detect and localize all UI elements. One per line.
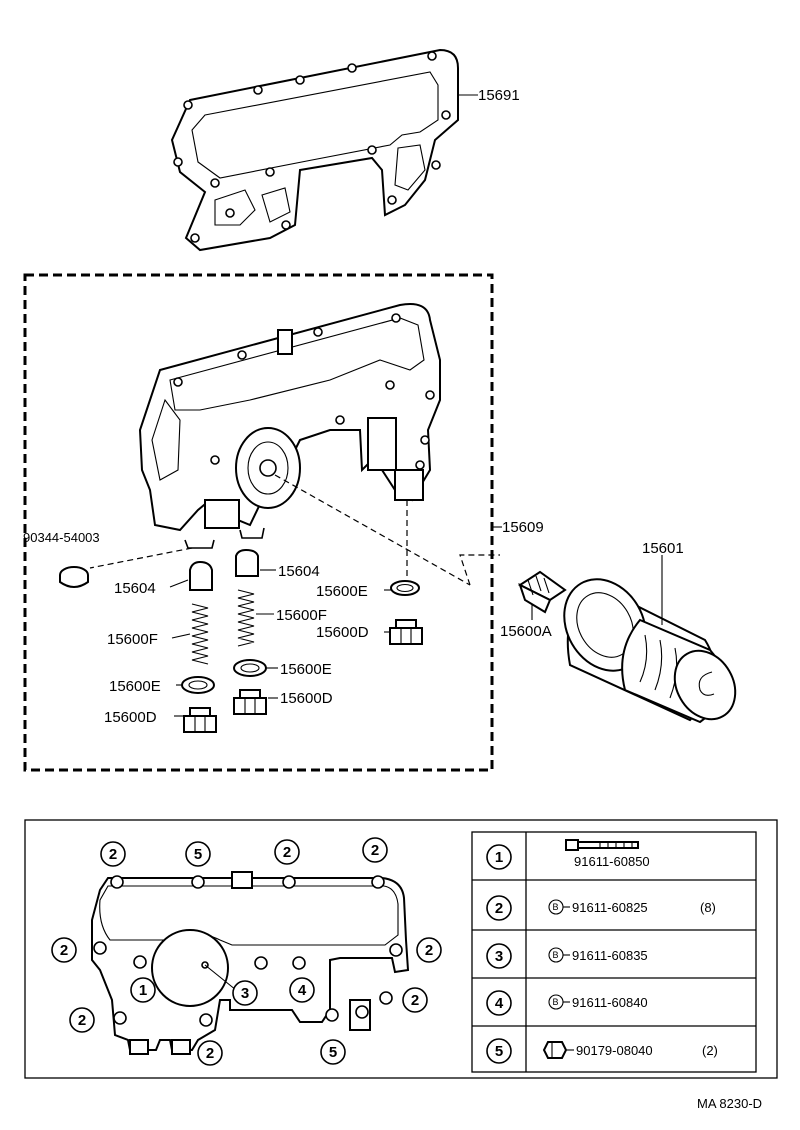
legend-row-4: 4 B 91611-60840 — [486, 990, 648, 1016]
callout-2-e: 2 — [416, 937, 442, 963]
legend-part-5: 90179-08040 — [576, 1043, 653, 1058]
svg-text:3: 3 — [495, 948, 503, 965]
callout-2-c: 2 — [362, 837, 388, 863]
bolt-legend-table: 1 91611-60850 2 B 91611-60825 (8) 3 B 91… — [471, 831, 757, 1073]
label-15600d-top: 15600D — [316, 624, 369, 641]
label-15600e-mid: 15600E — [280, 661, 332, 678]
label-15691: 15691 — [478, 87, 520, 104]
legend-qty-2: (8) — [700, 900, 716, 915]
label-15600d-left: 15600D — [104, 709, 157, 726]
legend-row-2: 2 B 91611-60825 (8) — [486, 895, 716, 921]
callout-2-d: 2 — [51, 937, 77, 963]
label-15600d-mid: 15600D — [280, 690, 333, 707]
washer-15600e-top — [390, 580, 420, 596]
svg-text:5: 5 — [194, 846, 202, 863]
svg-text:2: 2 — [411, 992, 419, 1009]
svg-text:3: 3 — [241, 985, 249, 1002]
legend-row-5: 5 90179-08040 (2) — [486, 1038, 718, 1064]
cooler-top-view — [91, 871, 410, 1055]
bolt-mark-b: B — [553, 997, 559, 1007]
bolt-mark-b: B — [553, 902, 559, 912]
svg-text:1: 1 — [495, 849, 503, 866]
callout-2-b: 2 — [274, 839, 300, 865]
label-15600f-left: 15600F — [107, 631, 158, 648]
diagram-code: MA 8230-D — [697, 1096, 762, 1111]
label-15600e-left: 15600E — [109, 678, 161, 695]
svg-text:2: 2 — [283, 844, 291, 861]
label-15601: 15601 — [642, 540, 684, 557]
legend-row-1: 1 91611-60850 — [486, 839, 650, 870]
svg-text:2: 2 — [206, 1045, 214, 1062]
washer-15600e-left — [181, 676, 215, 694]
callout-3: 3 — [232, 980, 258, 1006]
gasket-15691 — [170, 48, 478, 252]
svg-text:2: 2 — [495, 900, 503, 917]
callout-5-a: 5 — [185, 841, 211, 867]
valve-15604-left — [189, 560, 213, 591]
label-15600f-right: 15600F — [276, 607, 327, 624]
svg-text:5: 5 — [495, 1043, 503, 1060]
callout-2-f: 2 — [402, 987, 428, 1013]
washer-15600e-mid — [233, 659, 267, 677]
legend-part-2: 91611-60825 — [572, 900, 648, 915]
assembly-boundary — [23, 273, 494, 772]
plug-15600d-mid — [233, 689, 267, 715]
plug-90344 — [59, 566, 89, 588]
callout-4: 4 — [289, 977, 315, 1003]
oil-filter-15601 — [563, 578, 737, 724]
legend-part-4: 91611-60840 — [572, 995, 648, 1010]
label-15604-left: 15604 — [114, 580, 156, 597]
spring-left — [191, 603, 209, 665]
bolt-location-panel — [24, 819, 778, 1079]
label-15600a: 15600A — [500, 623, 552, 640]
svg-text:2: 2 — [425, 942, 433, 959]
label-15604-right: 15604 — [278, 563, 320, 580]
label-15609: 15609 — [502, 519, 544, 536]
callout-1: 1 — [130, 977, 156, 1003]
svg-text:5: 5 — [329, 1044, 337, 1061]
legend-part-3: 91611-60835 — [572, 948, 648, 963]
spring-right — [237, 589, 255, 647]
legend-qty-5: (2) — [702, 1043, 718, 1058]
label-15600e-top: 15600E — [316, 583, 368, 600]
svg-text:2: 2 — [78, 1012, 86, 1029]
long-bolt-icon — [565, 839, 639, 851]
bolt-mark-b: B — [553, 950, 559, 960]
legend-row-3: 3 B 91611-60835 — [486, 943, 648, 969]
plug-15600d-top — [389, 619, 423, 645]
union-15600a — [517, 570, 567, 614]
svg-text:2: 2 — [109, 846, 117, 863]
svg-text:4: 4 — [495, 995, 504, 1012]
callout-2-h: 2 — [197, 1040, 223, 1066]
legend-part-1: 91611-60850 — [574, 854, 650, 869]
svg-text:1: 1 — [139, 982, 147, 999]
callout-2-a: 2 — [100, 841, 126, 867]
label-90344: 90344-54003 — [23, 530, 100, 545]
valve-15604-right — [235, 548, 259, 577]
svg-text:2: 2 — [60, 942, 68, 959]
callout-5-b: 5 — [320, 1039, 346, 1065]
oil-cooler-body — [138, 303, 441, 549]
svg-text:4: 4 — [298, 982, 307, 999]
plug-15600d-left — [183, 707, 217, 733]
svg-text:2: 2 — [371, 842, 379, 859]
plug-icon — [542, 1041, 568, 1059]
callout-group: 2 5 2 2 2 2 1 3 4 2 2 2 5 — [51, 837, 442, 1066]
callout-2-g: 2 — [69, 1007, 95, 1033]
